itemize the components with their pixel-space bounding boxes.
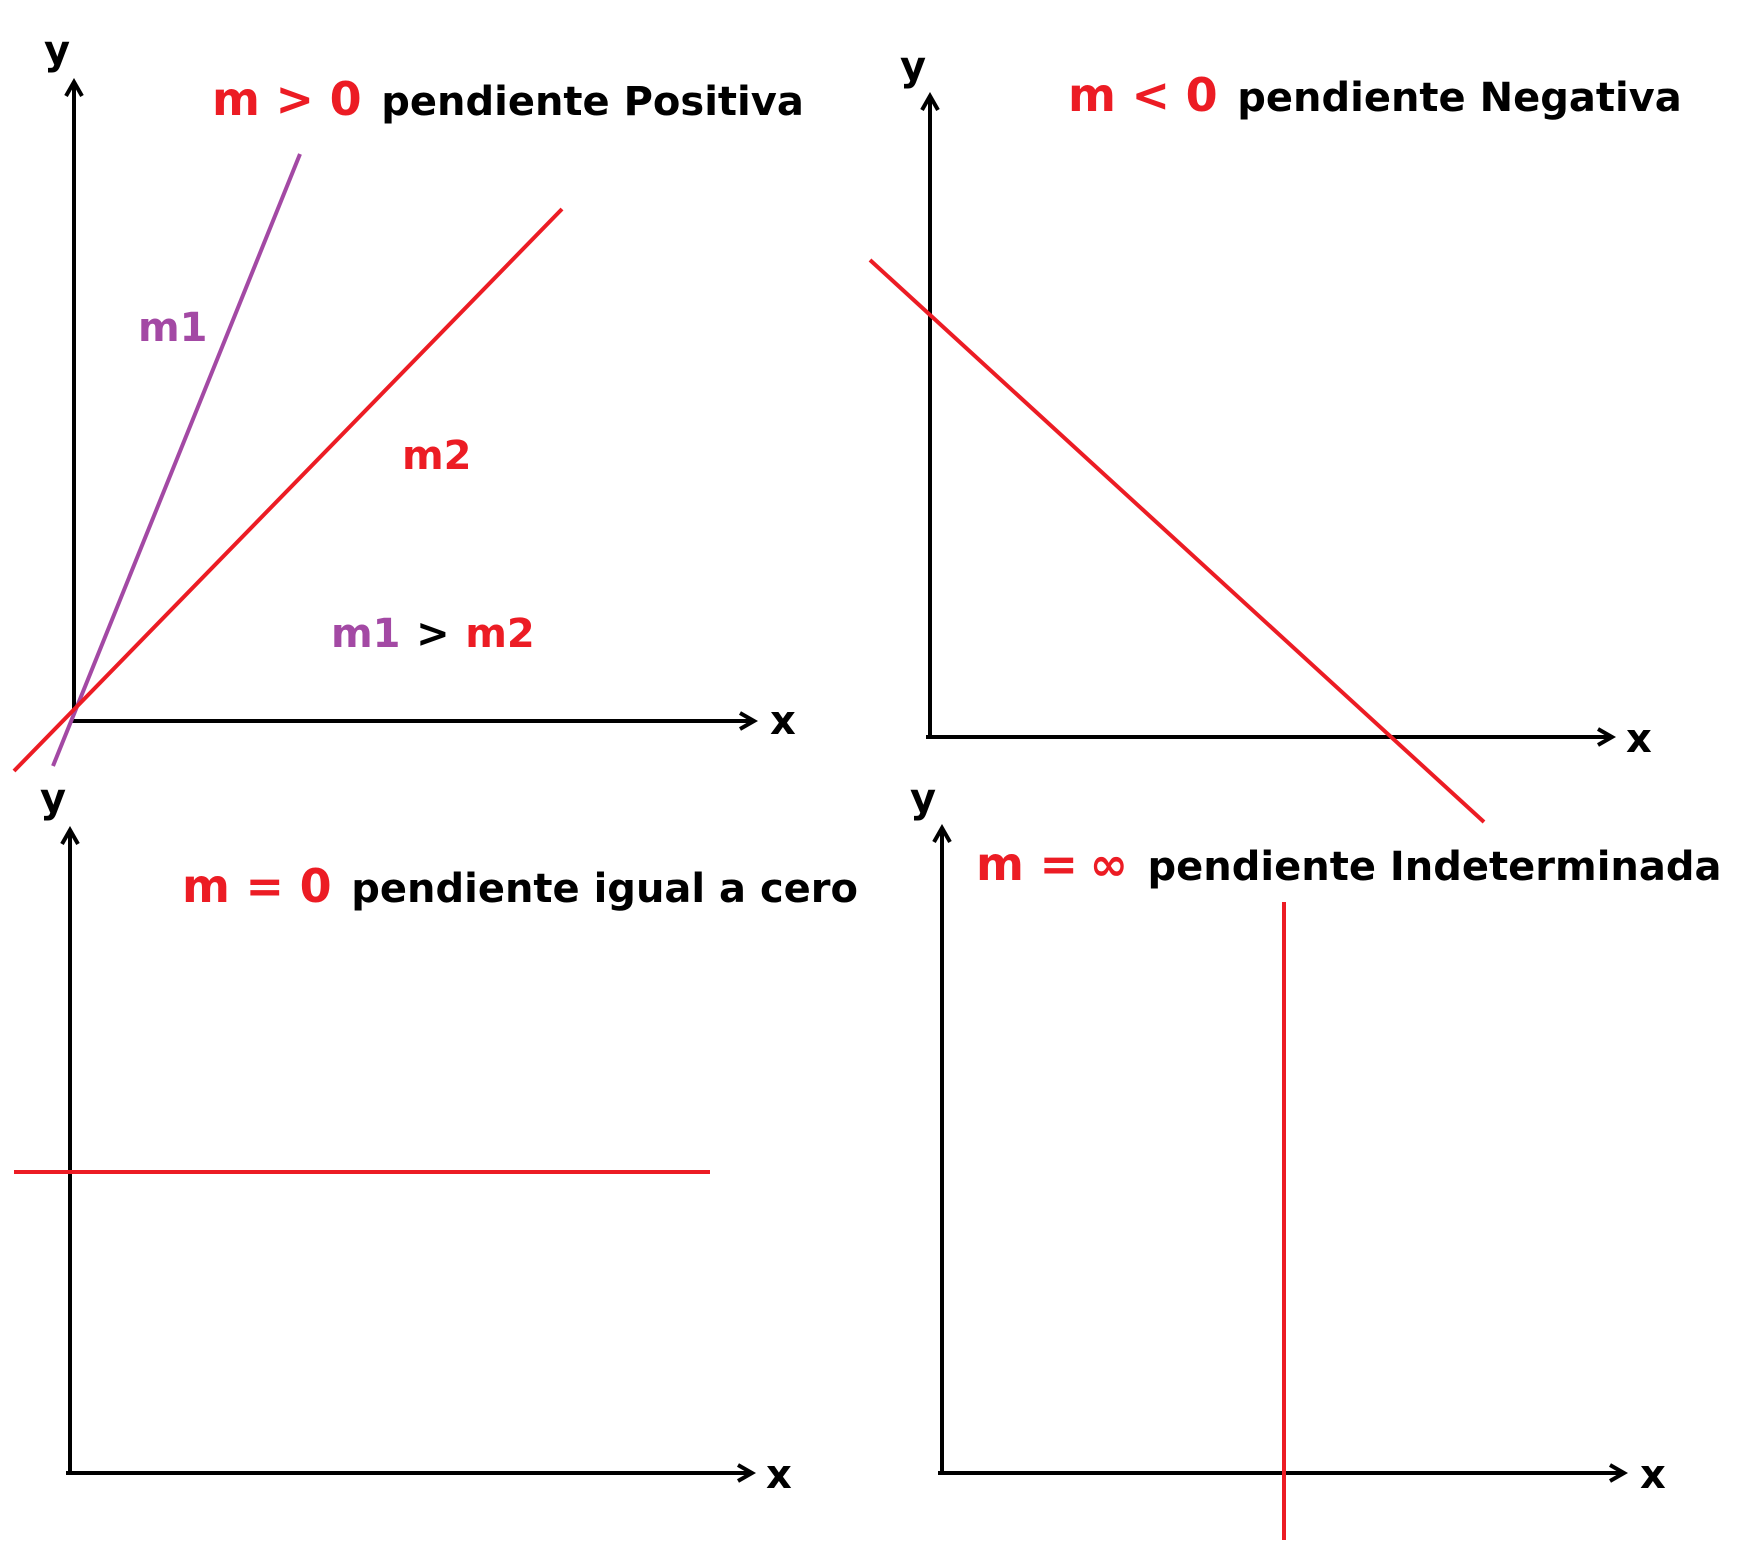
title-m: m bbox=[182, 859, 230, 913]
title-value: ∞ bbox=[1090, 837, 1128, 891]
compare-m1: m1 bbox=[331, 611, 401, 657]
y-axis-label: y bbox=[910, 776, 936, 822]
title-m: m bbox=[976, 837, 1024, 891]
title-m: m bbox=[1068, 68, 1116, 122]
line-negative bbox=[868, 258, 1486, 824]
compare-operator: > bbox=[416, 611, 450, 657]
y-axis-label: y bbox=[44, 28, 70, 74]
title-operator: = bbox=[246, 859, 285, 913]
panel-title: m = 0 pendiente igual a cero bbox=[182, 859, 858, 913]
panel-title: m > 0 pendiente Positiva bbox=[212, 72, 804, 126]
x-axis-label: x bbox=[770, 698, 796, 744]
title-operator: < bbox=[1132, 68, 1171, 122]
title-description: pendiente Negativa bbox=[1237, 75, 1682, 121]
line-m1 bbox=[51, 153, 302, 767]
panel-title: m = ∞ pendiente Indeterminada bbox=[976, 837, 1722, 891]
title-m: m bbox=[212, 72, 260, 126]
panel-undefined-slope: y x m = ∞ pendiente Indeterminada bbox=[910, 776, 1722, 1540]
label-m1: m1 bbox=[138, 305, 208, 351]
x-axis-label: x bbox=[766, 1452, 792, 1498]
label-m2: m2 bbox=[402, 433, 472, 479]
title-description: pendiente igual a cero bbox=[351, 866, 858, 912]
panel-positive-slope: y x m > 0 pendiente Positiva m1 m2 m1 > … bbox=[12, 28, 804, 773]
comparison-label: m1 > m2 bbox=[331, 611, 535, 657]
panel-title: m < 0 pendiente Negativa bbox=[1068, 68, 1682, 122]
x-axis-label: x bbox=[1626, 716, 1652, 762]
title-value: 0 bbox=[1186, 68, 1218, 122]
panel-zero-slope: y x m = 0 pendiente igual a cero bbox=[14, 776, 858, 1498]
title-operator: = bbox=[1040, 837, 1079, 891]
compare-m2: m2 bbox=[465, 611, 535, 657]
title-value: 0 bbox=[300, 859, 332, 913]
title-description: pendiente Indeterminada bbox=[1148, 844, 1722, 890]
title-description: pendiente Positiva bbox=[381, 79, 804, 125]
title-operator: > bbox=[276, 72, 315, 126]
y-axis-label: y bbox=[900, 44, 926, 90]
title-value: 0 bbox=[330, 72, 362, 126]
panel-negative-slope: y x m < 0 pendiente Negativa bbox=[868, 44, 1682, 824]
y-axis-label: y bbox=[40, 776, 66, 822]
x-axis-label: x bbox=[1640, 1452, 1666, 1498]
line-m2 bbox=[12, 207, 564, 773]
